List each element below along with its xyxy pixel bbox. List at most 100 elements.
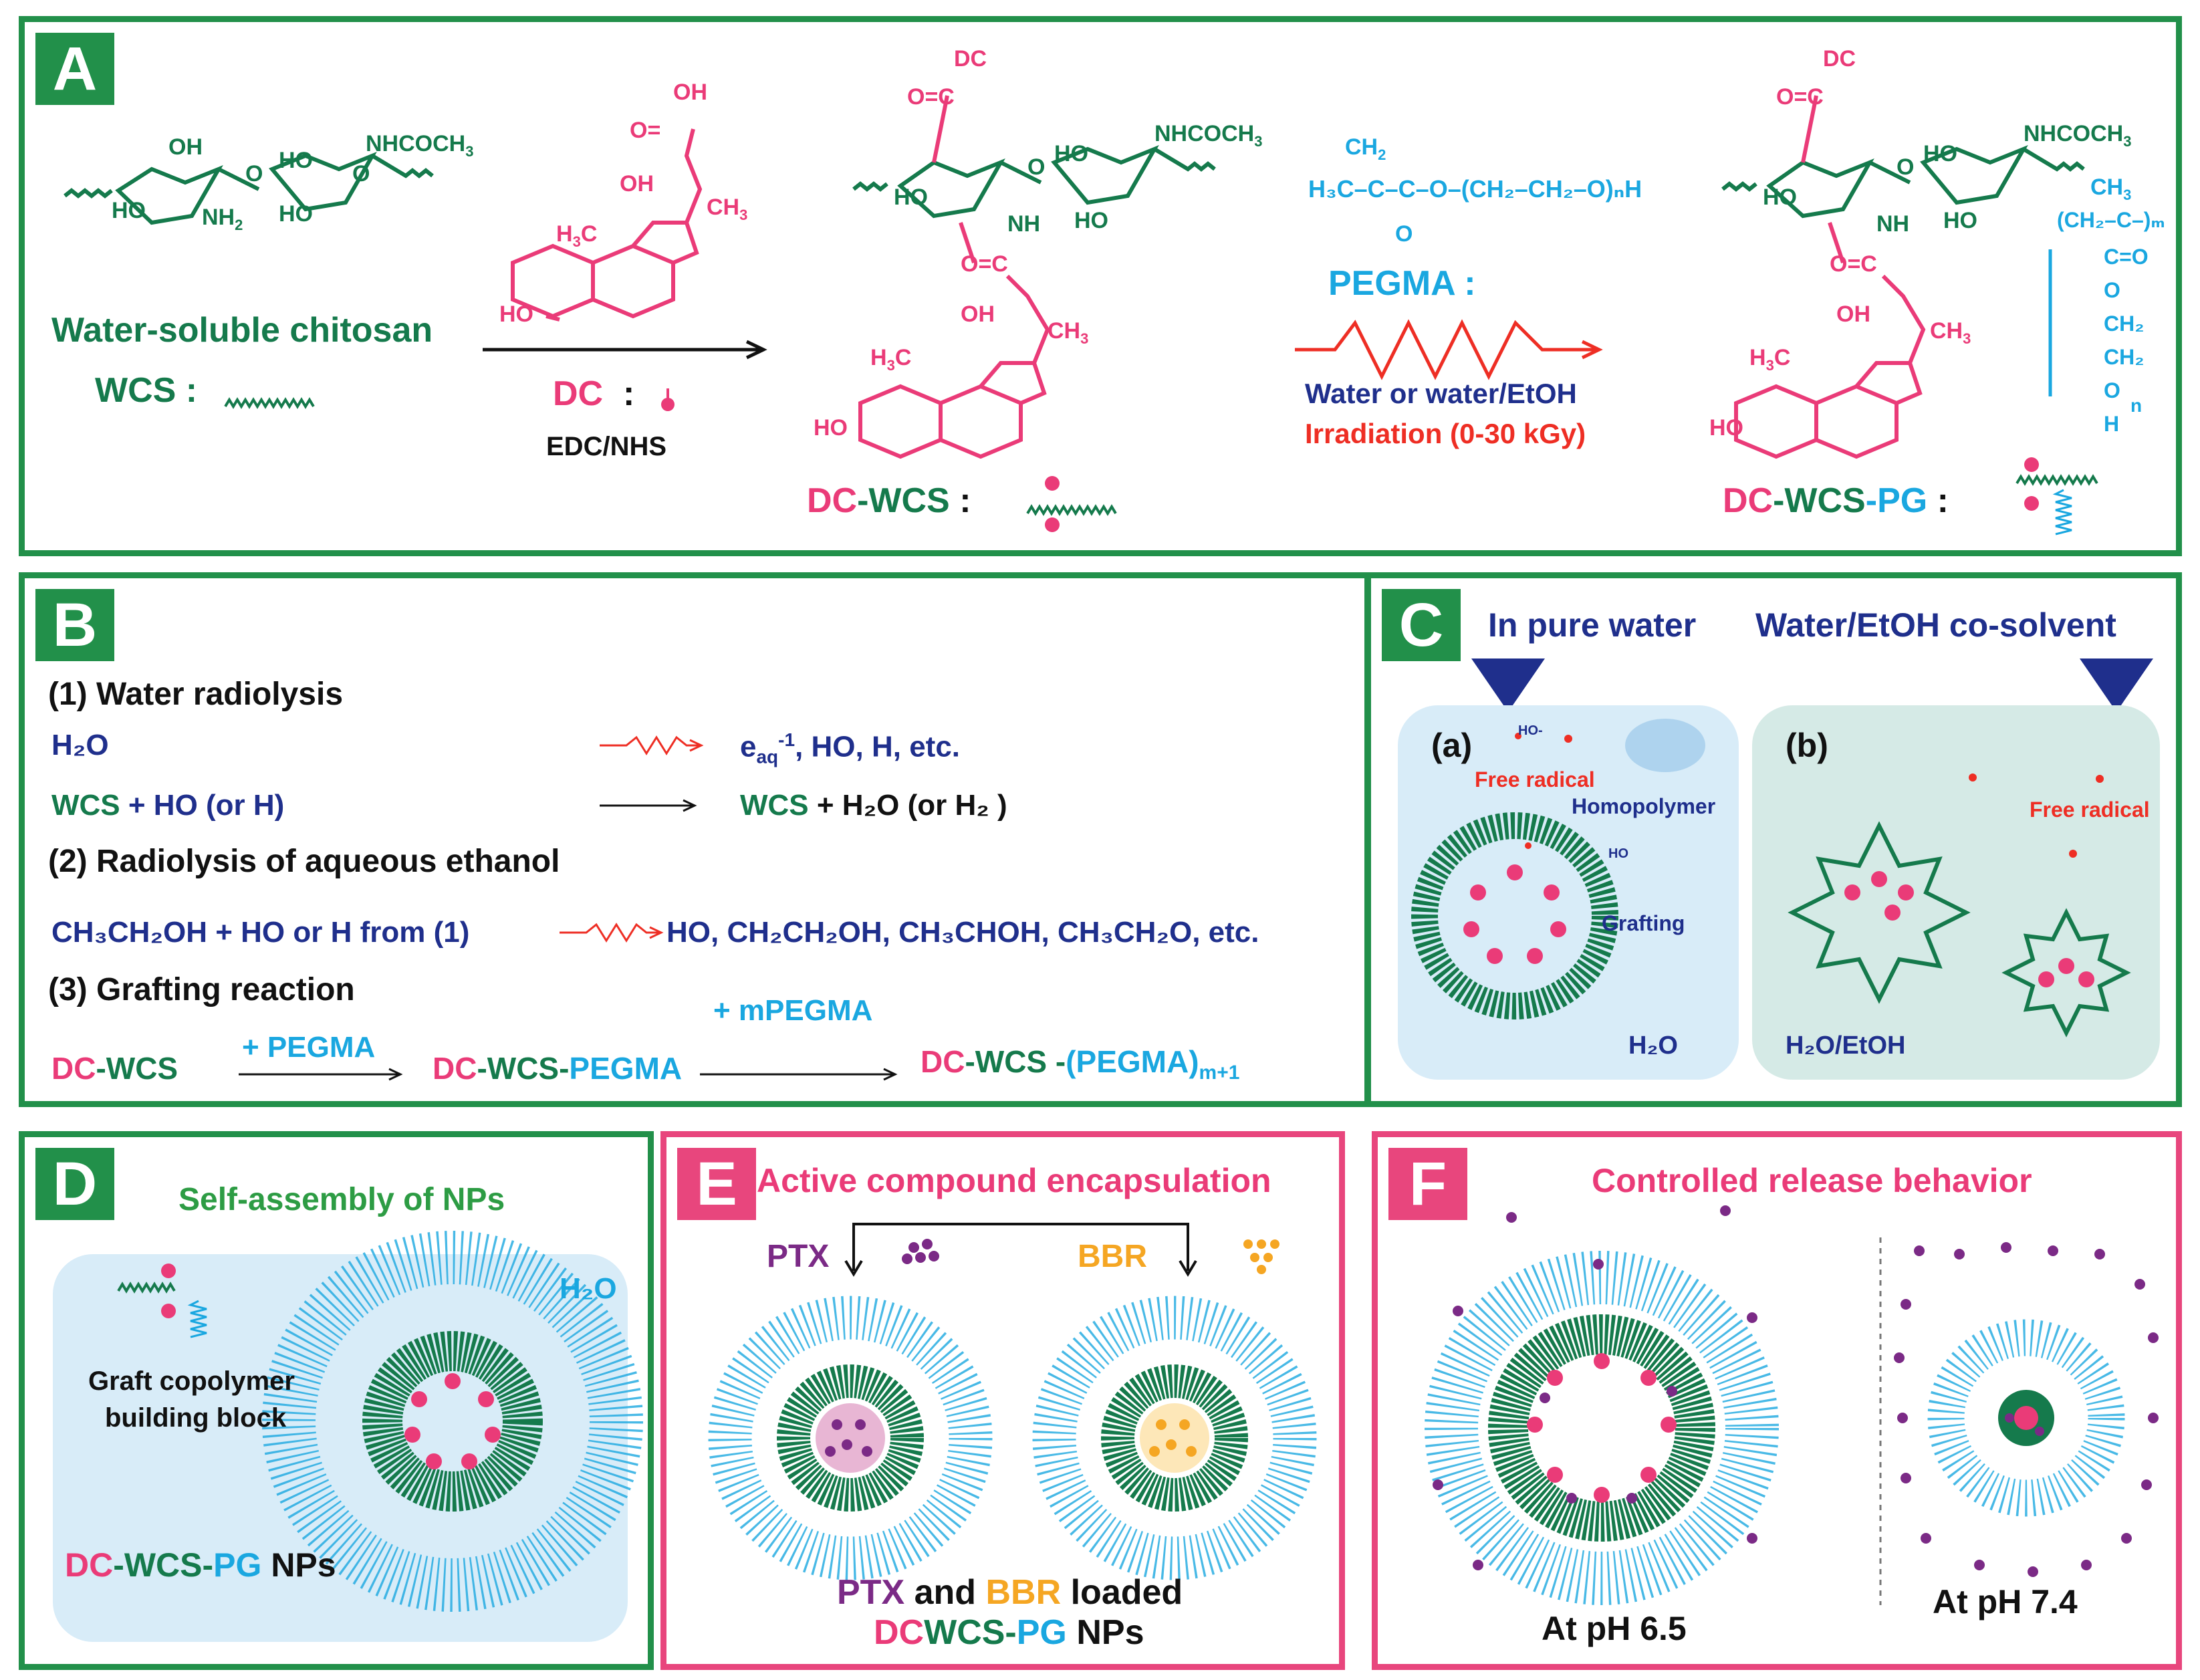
irradiation-label: Irradiation (0-30 kGy) bbox=[1305, 418, 1586, 449]
chitosan-nhcoch3: NHCOCH3 bbox=[366, 131, 474, 160]
bbr-label: BBR bbox=[1078, 1239, 1147, 1274]
final-ho4: HO bbox=[1709, 415, 1743, 441]
conj-ho2: HO bbox=[1054, 141, 1088, 166]
final-ho2: HO bbox=[1923, 141, 1957, 166]
conj-oc2: O=C bbox=[961, 251, 1008, 277]
conj-nhcoch3: NHCOCH3 bbox=[1154, 121, 1263, 150]
loaded-line1: PTX and BBR loaded bbox=[837, 1573, 1183, 1612]
chitosan-ho3: HO bbox=[279, 201, 313, 227]
conj-nh: NH bbox=[1007, 211, 1041, 237]
ph74-label: At pH 7.4 bbox=[1933, 1583, 2078, 1621]
eq3-products: HO, CH₂CH₂OH, CH₃CHOH, CH₃CH₂O, etc. bbox=[666, 916, 1259, 949]
final-nh: NH bbox=[1876, 211, 1910, 237]
conj-oc: O=C bbox=[907, 84, 955, 110]
graft-plus-pegma: + PEGMA bbox=[242, 1031, 376, 1064]
chitosan-structure bbox=[64, 95, 2098, 535]
conj-dc: DC bbox=[954, 46, 987, 72]
eq1-products: eaq-1, HO, H, etc. bbox=[740, 729, 961, 767]
pegma-carbonyl-o: O bbox=[1395, 221, 1413, 247]
graft-step1: DC-WCS bbox=[51, 1051, 178, 1086]
pegma-ch2: CH2 bbox=[1345, 134, 1386, 163]
final-h3c: H3C bbox=[1749, 345, 1791, 374]
conj-o: O bbox=[1027, 154, 1046, 180]
eq2-products: WCS + H₂O (or H₂ ) bbox=[740, 789, 1007, 822]
conj-oh: OH bbox=[961, 302, 995, 327]
conj-h3c: H3C bbox=[870, 345, 912, 374]
dc-label: DC bbox=[553, 374, 604, 413]
graft-step3: DC-WCS -(PEGMA)m+1 bbox=[921, 1044, 1240, 1084]
dc-label-colon: : bbox=[623, 374, 635, 413]
final-oh: OH bbox=[1836, 302, 1870, 327]
free-radical-label-a: Free radical bbox=[1475, 767, 1595, 792]
chitosan-o-ring: O bbox=[352, 161, 370, 187]
final-n: n bbox=[2130, 395, 2143, 416]
conj-ch3: CH3 bbox=[1048, 318, 1089, 347]
label-b: (b) bbox=[1786, 727, 1828, 764]
dc-wcs-pg-label: DC-WCS-PG : bbox=[1723, 481, 1949, 520]
panel-a: A bbox=[19, 16, 2182, 556]
title-controlled-release: Controlled release behavior bbox=[1592, 1162, 2032, 1199]
final-ch2b: CH₂ bbox=[2104, 345, 2145, 369]
np-label-d: DC-WCS-PG NPs bbox=[65, 1546, 336, 1584]
final-nhcoch3: NHCOCH3 bbox=[2024, 121, 2132, 150]
heading-cosolvent: Water/EtOH co-solvent bbox=[1755, 606, 2116, 644]
solvent-triangles bbox=[1471, 658, 2153, 712]
final-oc2: O=C bbox=[1830, 251, 1877, 277]
section-ethanol-radiolysis: (2) Radiolysis of aqueous ethanol bbox=[48, 844, 560, 879]
reagent-edc-nhs: EDC/NHS bbox=[546, 432, 667, 461]
title-self-assembly: Self-assembly of NPs bbox=[178, 1182, 505, 1217]
encapsulation-illustration bbox=[708, 1223, 1317, 1580]
final-ceq: C=O bbox=[2104, 245, 2149, 269]
chitosan-o-link: O bbox=[245, 161, 263, 187]
graft-plus-mpegma: + mPEGMA bbox=[713, 994, 873, 1027]
final-o: O bbox=[2104, 278, 2120, 302]
panel-letter-a: A bbox=[35, 33, 114, 105]
wcs-full-name: Water-soluble chitosan bbox=[51, 311, 433, 350]
ho-radical-b: HO bbox=[1608, 846, 1628, 861]
dc-ch3: CH3 bbox=[707, 195, 748, 223]
h2o-etoh-label: H₂O/EtOH bbox=[1786, 1032, 1906, 1060]
final-ch2m: (CH₂–C–)ₘ bbox=[2057, 208, 2165, 232]
dc-oh-mid: OH bbox=[620, 171, 654, 197]
conj-ho3b: HO bbox=[814, 415, 848, 441]
h2o-label-d: H₂O bbox=[560, 1272, 617, 1305]
eq1-h2o: H₂O bbox=[51, 729, 109, 761]
dc-o-eq: O= bbox=[630, 118, 661, 143]
chitosan-ho2: HO bbox=[279, 148, 313, 173]
final-ch3b: CH3 bbox=[1930, 318, 1971, 347]
panel-b: B (1) Water radiolysis H₂O eaq-1, HO, H,… bbox=[19, 572, 1370, 1107]
label-a: (a) bbox=[1431, 727, 1473, 764]
free-radical-label-b: Free radical bbox=[2030, 798, 2150, 822]
title-encapsulation: Active compound encapsulation bbox=[757, 1162, 1271, 1199]
panel-d: D Self-assembly of NPs H₂O Graft copolym… bbox=[19, 1131, 654, 1670]
grafting-illustration bbox=[1411, 719, 2131, 1038]
wcs-label: WCS : bbox=[95, 371, 198, 410]
graft-copolymer-line2: building block bbox=[105, 1403, 287, 1433]
section-grafting-reaction: (3) Grafting reaction bbox=[48, 972, 355, 1007]
final-oc: O=C bbox=[1776, 84, 1824, 110]
panel-letter-b: B bbox=[35, 589, 114, 661]
panel-letter-f: F bbox=[1388, 1148, 1467, 1220]
panel-e: E Active compound encapsulation PTX BBR … bbox=[660, 1131, 1345, 1670]
panel-letter-e: E bbox=[677, 1148, 756, 1220]
ho-radical-a: HO- bbox=[1518, 723, 1543, 738]
dc-h3c: H3C bbox=[556, 221, 598, 250]
chitosan-nh2: NH2 bbox=[202, 205, 243, 233]
panel-c: C In pure water Water/EtOH co-solvent (a… bbox=[1365, 572, 2182, 1107]
panel-f: F Controlled release behavior At pH 6.5 … bbox=[1372, 1131, 2182, 1670]
ptx-label: PTX bbox=[767, 1239, 830, 1274]
final-ch2a: CH₂ bbox=[2104, 312, 2145, 336]
pegma-formula: H₃C–C–C–O–(CH₂–CH₂–O)ₙH bbox=[1308, 175, 1642, 203]
chitosan-oh: OH bbox=[168, 134, 203, 160]
panel-letter-c: C bbox=[1382, 589, 1461, 661]
final-o2: O bbox=[2104, 378, 2120, 402]
section-water-radiolysis: (1) Water radiolysis bbox=[48, 677, 344, 712]
nanoparticle-d bbox=[117, 1231, 643, 1612]
final-o: O bbox=[1897, 154, 1915, 180]
final-h: H bbox=[2104, 412, 2120, 436]
release-illustration bbox=[1425, 1205, 2159, 1605]
final-ho: HO bbox=[1763, 185, 1797, 210]
heading-pure-water: In pure water bbox=[1488, 606, 1697, 644]
graft-copolymer-line1: Graft copolymer bbox=[88, 1366, 295, 1396]
dc-oh-top: OH bbox=[673, 80, 707, 105]
